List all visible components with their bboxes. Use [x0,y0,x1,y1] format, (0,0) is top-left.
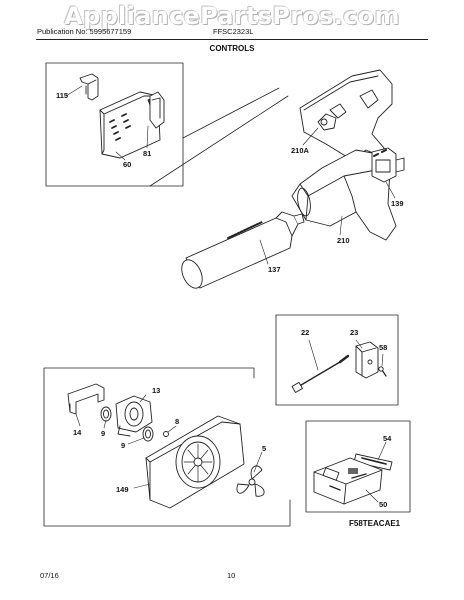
fan-motor-part-13 [115,395,153,437]
label-13: 13 [152,386,160,395]
label-14: 14 [73,428,82,437]
clip-part-115 [79,73,99,101]
switch-part-139 [371,147,405,183]
label-115: 115 [56,91,68,100]
screw-part-58 [378,366,387,377]
washer-part-8 [163,431,169,437]
housing-box-frame [45,62,184,187]
label-149: 149 [116,485,129,494]
grommet-part-9-upper [100,406,112,422]
thermistor-part-22 [291,354,350,393]
label-22: 22 [301,328,309,337]
label-210A: 210A [291,146,310,155]
diagram-code: F58TEACAE1 [349,519,401,528]
label-5: 5 [262,444,266,453]
thermistor-housing-part-23 [355,341,379,379]
section-title: CONTROLS [209,44,255,53]
label-9-upper: 9 [101,429,105,438]
label-50: 50 [379,500,387,509]
housing-box-leader [182,87,280,139]
label-139: 139 [391,199,404,208]
label-54: 54 [383,434,392,443]
grommet-part-9-lower [142,426,154,442]
label-137: 137 [268,265,281,274]
label-58: 58 [379,343,387,352]
control-board-part-50 [313,457,383,505]
filter-head-part-210A [299,69,393,161]
watermark-text: AppliancePartsPros.com [64,2,400,30]
model-number: FFSC2323L [213,27,254,36]
footer-date: 07/16 [40,571,59,580]
label-9-lower: 9 [121,441,125,450]
footer-page-number: 10 [227,571,236,580]
board-box-frame [305,420,411,513]
label-60: 60 [123,160,131,169]
label-81: 81 [143,149,151,158]
water-filter-part-137 [181,211,305,289]
fan-shroud-part-149 [145,415,245,509]
label-210: 210 [337,236,350,245]
thermistor-box-frame [275,314,399,406]
publication-number: Publication No: 5995677159 [37,27,132,36]
fan-blade-part-5 [236,465,265,497]
header-rule [36,39,428,40]
fan-box-frame [43,367,291,527]
control-housing-part-60 [99,91,161,159]
bracket-part-14 [67,383,105,415]
label-8: 8 [175,417,179,426]
knob-part-81 [149,91,165,129]
label-23: 23 [350,328,358,337]
